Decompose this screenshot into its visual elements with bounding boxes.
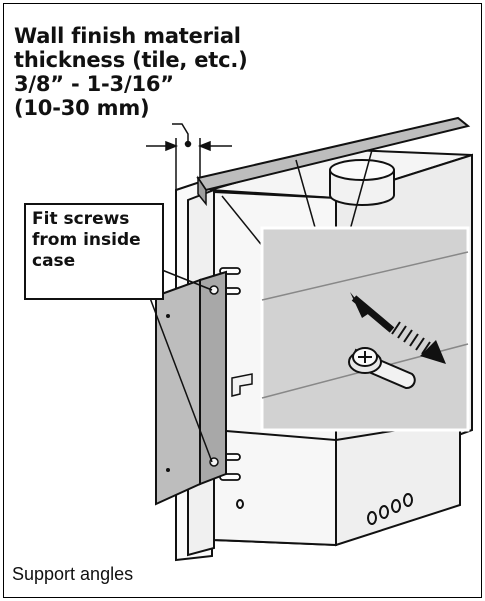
case-lower [213, 428, 337, 547]
adjustment-arrow-icon [350, 292, 446, 364]
support-angle-side-face [155, 278, 201, 506]
title-line-2: thickness (tile, etc.) [14, 48, 248, 72]
figure-caption: Support angles [12, 564, 134, 584]
zoom-leader-lines [221, 149, 373, 249]
callout-line-1: Fit screws [32, 209, 130, 229]
wall-finish-thickness-label: Wall finish material thickness (tile, et… [14, 24, 248, 120]
vent-holes [236, 493, 413, 525]
support-angle-side-flange [199, 270, 227, 486]
support-angle-top-edge [197, 175, 207, 207]
duct-collar [329, 159, 395, 206]
case-lower-side [335, 418, 461, 547]
callout-line-3: case [32, 251, 76, 271]
title-line-4: (10-30 mm) [14, 96, 150, 120]
clip [231, 373, 253, 397]
thickness-dimension [146, 123, 232, 190]
fit-screws-callout: Fit screws from inside case [24, 203, 164, 300]
detail-panel [260, 226, 470, 432]
screw-icon [348, 347, 382, 374]
bracket-screws [166, 285, 219, 472]
detail-edge-1 [261, 251, 469, 301]
callout-leader-lines [149, 269, 213, 463]
title-line-3: 3/8” - 1-3/16” [14, 72, 174, 96]
title-line-1: Wall finish material [14, 24, 241, 48]
callout-line-2: from inside [32, 230, 141, 250]
diagram-frame [3, 3, 482, 598]
